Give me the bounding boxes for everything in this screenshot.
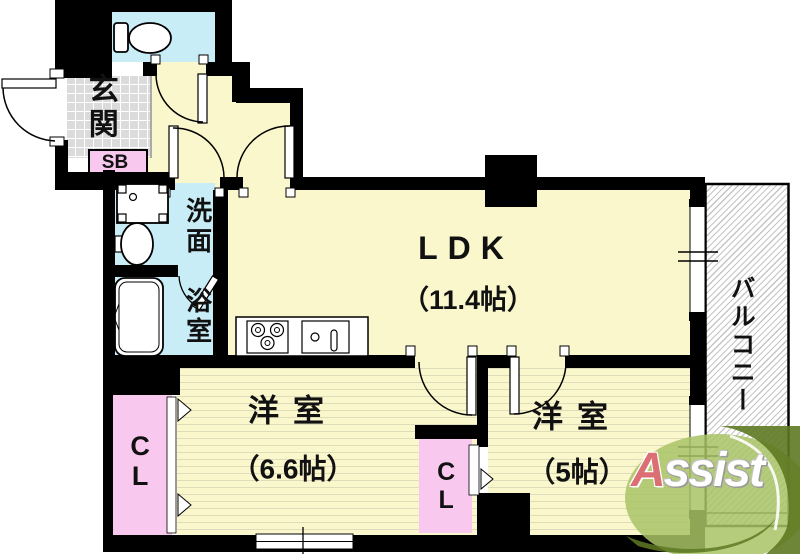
closet2-label: CL bbox=[432, 458, 461, 514]
wall-segment bbox=[220, 177, 243, 190]
logo-first-letter: A bbox=[631, 444, 666, 497]
wall-segment bbox=[415, 425, 488, 439]
bathroom-door bbox=[178, 275, 220, 311]
wall-segment bbox=[103, 170, 115, 365]
ldk-size-label: （11.4帖） bbox=[401, 284, 535, 315]
door-opening-floor bbox=[513, 355, 565, 368]
toilet-icon bbox=[113, 22, 172, 54]
wall-segment bbox=[236, 88, 303, 103]
washroom-label: 洗面 bbox=[182, 197, 213, 257]
wall-segment bbox=[113, 265, 178, 277]
wall-segment bbox=[103, 390, 113, 537]
entrance-floor bbox=[66, 75, 152, 158]
wall-segment bbox=[477, 355, 488, 447]
assist-logo-graphic bbox=[625, 426, 800, 554]
bedroom2-label: 洋室 bbox=[532, 399, 622, 435]
wall-segment bbox=[215, 0, 232, 76]
window-cap bbox=[689, 396, 706, 405]
stove-icon bbox=[246, 320, 289, 354]
wall-segment bbox=[55, 0, 112, 78]
entrance-label: 玄関 bbox=[83, 73, 117, 143]
closet2-sliding-door bbox=[468, 444, 494, 496]
entrance-door bbox=[1, 78, 57, 142]
assist-logo-text: Assist bbox=[631, 443, 765, 498]
bathtub-icon bbox=[113, 277, 164, 357]
hallway-ldk-door bbox=[236, 125, 295, 179]
bedroom2-size-label: （5帖） bbox=[527, 456, 627, 488]
closet1-sliding-door bbox=[166, 396, 192, 534]
wall-segment bbox=[112, 0, 232, 12]
window-cap bbox=[689, 312, 706, 321]
outside-area bbox=[248, 62, 303, 89]
structural-pillar bbox=[485, 155, 537, 207]
shoe-box-label: SB bbox=[101, 152, 129, 174]
logo-leaf-ellipse bbox=[625, 434, 800, 554]
wall-segment bbox=[103, 357, 180, 395]
ldk-label: LDK bbox=[418, 230, 514, 267]
closet1-label: CL bbox=[125, 431, 156, 491]
logo-leaf-vein bbox=[729, 434, 780, 531]
wall-segment bbox=[477, 493, 530, 543]
wall-segment bbox=[213, 190, 228, 368]
wall-segment bbox=[565, 355, 703, 368]
window-cap bbox=[689, 199, 706, 207]
closet1-floor bbox=[113, 393, 172, 535]
window-bedroom1-bottom bbox=[255, 527, 354, 554]
wall-segment bbox=[693, 190, 703, 207]
wall-segment bbox=[55, 140, 68, 175]
bedroom1-size-label: （6.6帖） bbox=[231, 453, 355, 485]
logo-leaf-dark bbox=[720, 426, 800, 554]
washing-machine-icon bbox=[116, 183, 169, 224]
bedroom1-door bbox=[418, 356, 477, 416]
logo-rest: ssist bbox=[663, 444, 765, 497]
balcony-label: バルコニー bbox=[727, 275, 756, 415]
closet2-floor bbox=[419, 437, 472, 533]
door-opening-floor bbox=[415, 355, 477, 368]
bedroom1-label: 洋室 bbox=[248, 393, 338, 429]
kitchen-sink-icon bbox=[301, 320, 350, 354]
washbasin-icon bbox=[114, 222, 154, 266]
window-ldk bbox=[678, 205, 718, 315]
logo-leaf-swoosh bbox=[626, 518, 776, 554]
wall-segment bbox=[143, 62, 157, 76]
wall-segment bbox=[213, 355, 415, 368]
wall-segment bbox=[103, 535, 705, 552]
bedroom2-door bbox=[509, 356, 567, 415]
washroom-door bbox=[168, 125, 225, 179]
bathroom-label: 浴室 bbox=[182, 287, 213, 347]
toilet-door bbox=[155, 73, 208, 124]
